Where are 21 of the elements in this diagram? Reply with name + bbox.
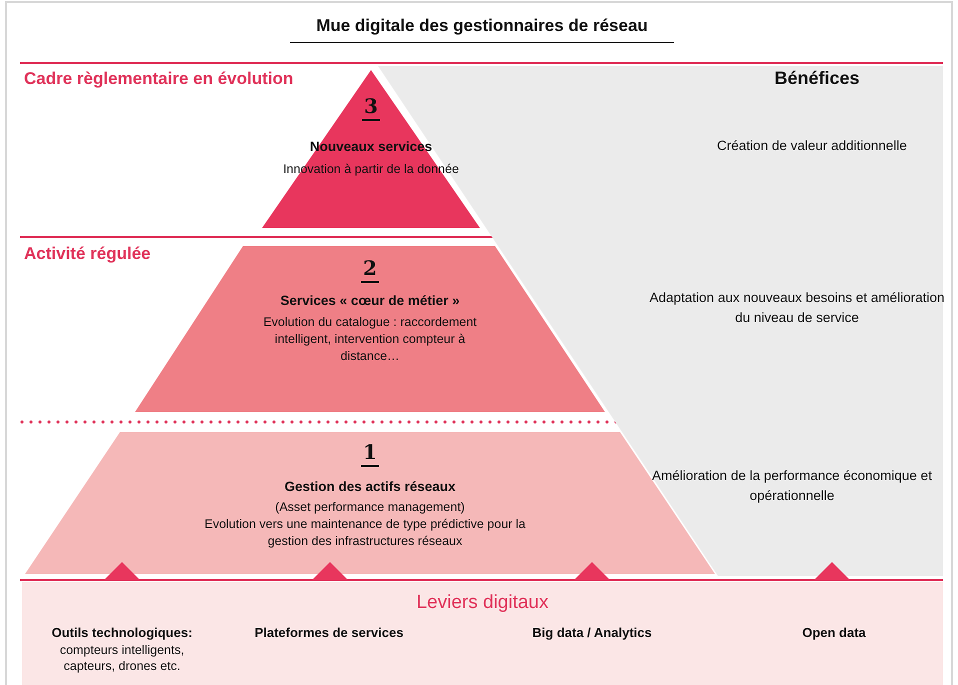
level-description: Evolution du catalogue : raccordement intelligent, intervention compteur à distance… (262, 314, 478, 365)
benefit-text: Amélioration de la performance économique et opérationnelle (652, 467, 932, 505)
lever-title: Open data (802, 625, 866, 640)
section-heading: Activité régulée (24, 244, 151, 264)
benefit-text: Création de valeur additionnelle (717, 137, 907, 155)
level-number: 3 (362, 94, 380, 121)
level-description: (Asset performance management) (275, 499, 465, 516)
level-number: 1 (361, 440, 379, 467)
panel-heading: Bénéfices (774, 68, 860, 89)
benefit-text: Adaptation aux nouveaux besoins et amélioration du niveau de service (648, 289, 946, 327)
panel-heading: Leviers digitaux (416, 592, 549, 614)
level-heading: Gestion des actifs réseaux (284, 479, 456, 494)
level-number: 2 (361, 256, 379, 283)
lever-title: Outils technologiques: (52, 625, 192, 640)
level-heading: Services « cœur de métier » (280, 293, 460, 308)
lever-description: compteurs intelligents, capteurs, drones etc. (58, 642, 186, 674)
section-heading: Cadre règlementaire en évolution (24, 69, 294, 89)
level-description: Evolution vers une maintenance de type prédictive pour la gestion des infrastructures réseaux (203, 516, 527, 550)
lever-title: Big data / Analytics (532, 625, 652, 640)
lever-title: Plateformes de services (254, 625, 404, 640)
title: Mue digitale des gestionnaires de réseau (290, 10, 674, 43)
